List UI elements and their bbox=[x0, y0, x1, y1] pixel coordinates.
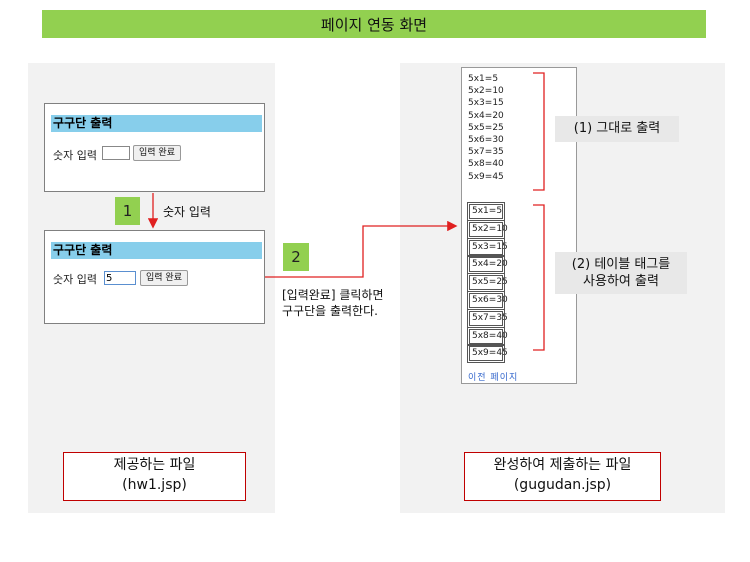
plain-output-label: (1) 그대로 출력 bbox=[555, 116, 679, 142]
step-1-badge: 1 bbox=[115, 197, 140, 225]
provided-file-caption: 제공하는 파일 (hw1.jsp) bbox=[63, 452, 246, 501]
plain-output-line: 5x6=30 bbox=[468, 135, 504, 145]
table-cell: 5x2=10 bbox=[467, 219, 508, 239]
step-2-badge: 2 bbox=[283, 243, 309, 271]
plain-output-line: 5x7=35 bbox=[468, 147, 504, 158]
form-window-input: 구구단 출력 숫자 입력 입력 완료 bbox=[44, 103, 265, 192]
prev-page-link[interactable]: 이전 페이지 bbox=[468, 373, 519, 383]
step-2-note-line2: 구구단을 출력한다. bbox=[282, 304, 378, 318]
table-cell: 5x9=45 bbox=[467, 344, 508, 364]
number-input[interactable] bbox=[102, 146, 130, 160]
provided-file-caption-line2: (hw1.jsp) bbox=[122, 477, 187, 493]
plain-output-line: 5x8=40 bbox=[468, 159, 504, 170]
table-cell: 5x4=20 bbox=[467, 255, 508, 275]
number-input[interactable]: 5 bbox=[104, 271, 136, 285]
form-heading: 구구단 출력 bbox=[51, 242, 262, 259]
plain-output-line: 5x3=15 bbox=[468, 98, 504, 109]
plain-output-line: 5x5=25 bbox=[468, 122, 504, 133]
table-output-label-line2: 사용하여 출력 bbox=[583, 274, 659, 289]
table-output-label-line1: (2) 테이블 태그를 bbox=[571, 257, 671, 272]
plain-output-line: 5x9=45 bbox=[468, 171, 504, 182]
bracket-table bbox=[533, 204, 545, 351]
table-cell: 5x6=30 bbox=[467, 291, 508, 310]
page-title: 페이지 연동 화면 bbox=[42, 10, 706, 38]
plain-output-line: 5x4=20 bbox=[468, 110, 504, 121]
plain-output-line: 5x1=5 bbox=[468, 74, 499, 84]
submit-file-caption: 완성하여 제출하는 파일 (gugudan.jsp) bbox=[464, 452, 661, 501]
form-heading: 구구단 출력 bbox=[51, 115, 262, 132]
submit-button[interactable]: 입력 완료 bbox=[133, 145, 181, 161]
step-2-note-line1: [입력완료] 클릭하면 bbox=[282, 288, 384, 302]
table-output-label: (2) 테이블 태그를 사용하여 출력 bbox=[555, 252, 687, 294]
step-1-note: 숫자 입력 bbox=[163, 205, 211, 219]
table-cell: 5x7=35 bbox=[467, 308, 508, 328]
submit-file-caption-line2: (gugudan.jsp) bbox=[513, 477, 612, 493]
provided-file-caption-line1: 제공하는 파일 bbox=[113, 457, 196, 473]
table-cell: 5x5=25 bbox=[467, 273, 508, 293]
table-cell: 5x1=5 bbox=[467, 202, 505, 221]
bracket-plain bbox=[533, 72, 545, 191]
submit-button[interactable]: 입력 완료 bbox=[140, 270, 188, 286]
number-input-label: 숫자 입력 bbox=[53, 273, 97, 286]
table-cell: 5x3=15 bbox=[467, 237, 508, 257]
arrow-step-2 bbox=[265, 220, 458, 278]
table-cell: 5x8=40 bbox=[467, 326, 508, 346]
form-window-filled: 구구단 출력 숫자 입력 5 입력 완료 bbox=[44, 230, 265, 324]
plain-output-line: 5x2=10 bbox=[468, 86, 504, 97]
number-input-label: 숫자 입력 bbox=[53, 149, 97, 162]
submit-file-caption-line1: 완성하여 제출하는 파일 bbox=[493, 457, 632, 473]
